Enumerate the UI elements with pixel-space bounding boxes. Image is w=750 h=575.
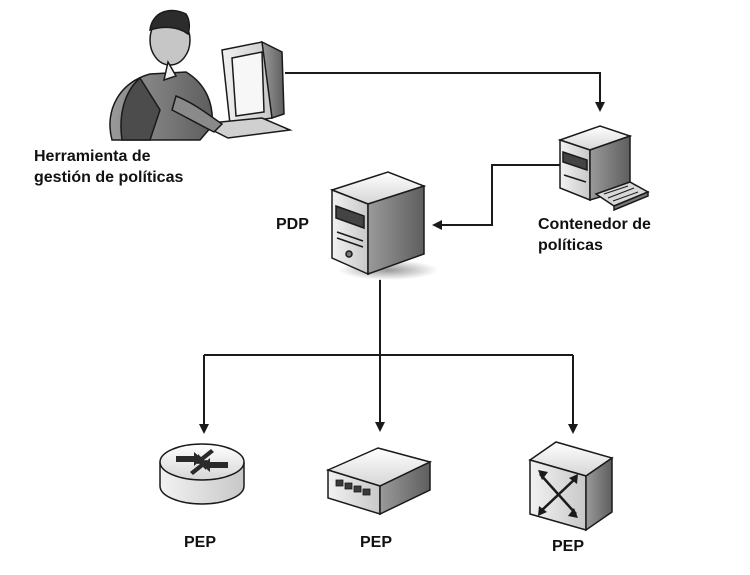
pep-router-label: PEP (184, 534, 217, 551)
tool-label-line1: Herramienta de (34, 148, 151, 165)
arrow-tool-to-container (285, 72, 605, 112)
switch-icon (528, 441, 614, 532)
network-appliance-icon (325, 447, 433, 516)
connectors (199, 72, 605, 434)
server-tower-icon (329, 171, 438, 280)
pep-appliance-label: PEP (360, 534, 393, 551)
tool-label-line2: gestión de políticas (34, 169, 184, 186)
router-icon (159, 443, 245, 505)
person-at-workstation-icon (109, 9, 293, 141)
arrow-container-to-pdp (432, 164, 560, 230)
container-label: Contenedor de políticas (538, 214, 651, 256)
tool-label: Herramienta de gestión de políticas (34, 146, 183, 188)
container-label-line1: Contenedor de (538, 216, 651, 233)
pep-switch-label: PEP (552, 538, 585, 555)
pdp-label: PDP (276, 216, 309, 233)
server-with-keyboard-icon (557, 125, 650, 212)
container-label-line2: políticas (538, 237, 603, 254)
